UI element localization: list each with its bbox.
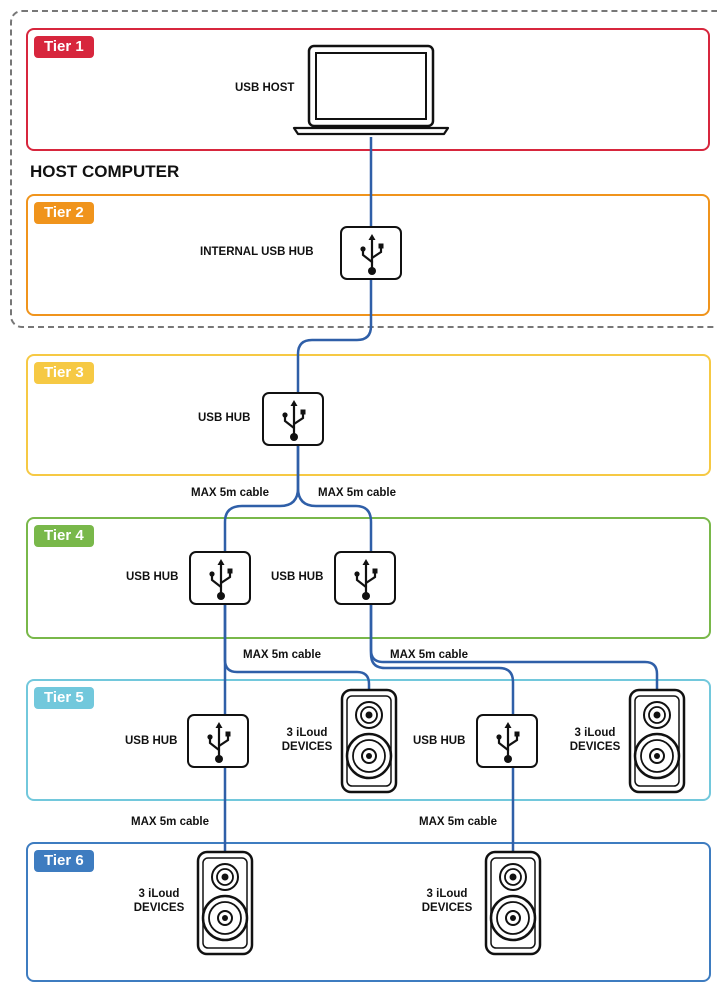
- tier-1-box: Tier 1: [26, 28, 710, 151]
- usb-trident-icon: [360, 234, 384, 275]
- devices-line1: 3 iLoud: [426, 888, 468, 900]
- studio-speaker-icon: [628, 688, 686, 794]
- cable-label-tier4-right: MAX 5m cable: [390, 649, 468, 661]
- tier5-left-devices-label: 3 iLoud DEVICES: [278, 726, 336, 754]
- internal-usb-hub-label: INTERNAL USB HUB: [200, 246, 314, 258]
- studio-speaker-icon: [340, 688, 398, 794]
- studio-speaker-icon: [196, 850, 254, 956]
- studio-speaker-icon: [484, 850, 542, 956]
- tier5-left-usb-hub-label: USB HUB: [125, 735, 178, 747]
- tier-3-box: Tier 3: [26, 354, 711, 476]
- devices-line2: DEVICES: [569, 741, 621, 753]
- wire-internal-hub-to-tier3-hub: [296, 280, 373, 392]
- tier-2-badge: Tier 2: [34, 202, 94, 224]
- connection-wires: [223, 137, 659, 852]
- cable-label-tier5-right: MAX 5m cable: [419, 816, 497, 828]
- cable-label-tier3-left: MAX 5m cable: [191, 487, 269, 499]
- internal-usb-hub: [340, 226, 402, 280]
- host-computer-label: HOST COMPUTER: [30, 162, 180, 181]
- tier-5-badge: Tier 5: [34, 687, 94, 709]
- usb-trident-icon: [207, 722, 231, 763]
- devices-line2: DEVICES: [421, 902, 473, 914]
- cable-label-tier3-right: MAX 5m cable: [318, 487, 396, 499]
- wire-tier4-left-to-tier5-speaker: [223, 603, 371, 690]
- devices-line2: DEVICES: [133, 902, 185, 914]
- tier5-right-usb-hub-label: USB HUB: [413, 735, 466, 747]
- usb-trident-icon: [282, 400, 306, 441]
- tier-1-badge: Tier 1: [34, 36, 94, 58]
- tier4-right-usb-hub: [334, 551, 396, 605]
- tier4-left-usb-hub: [189, 551, 251, 605]
- cable-label-tier4-left: MAX 5m cable: [243, 649, 321, 661]
- host-computer-group: [10, 10, 717, 328]
- tier-3-badge: Tier 3: [34, 362, 94, 384]
- cable-label-tier5-left: MAX 5m cable: [131, 816, 209, 828]
- usb-host-label: USB HOST: [235, 82, 295, 94]
- devices-line1: 3 iLoud: [574, 727, 616, 739]
- tier5-right-devices-label: 3 iLoud DEVICES: [566, 726, 624, 754]
- devices-line1: 3 iLoud: [138, 888, 180, 900]
- laptop-icon: [292, 44, 450, 136]
- tier-2-box: Tier 2: [26, 194, 710, 316]
- usb-trident-icon: [354, 559, 378, 600]
- wire-tier3-to-tier4-left: [223, 446, 300, 551]
- tier3-usb-hub: [262, 392, 324, 446]
- usb-trident-icon: [496, 722, 520, 763]
- wire-tier4-right-to-tier5-hub: [369, 603, 515, 716]
- tier6-left-devices-label: 3 iLoud DEVICES: [130, 887, 188, 915]
- tier3-usb-hub-label: USB HUB: [198, 412, 251, 424]
- tier6-right-devices-label: 3 iLoud DEVICES: [418, 887, 476, 915]
- devices-line2: DEVICES: [281, 741, 333, 753]
- tier5-left-usb-hub: [187, 714, 249, 768]
- devices-line1: 3 iLoud: [286, 727, 328, 739]
- tier-4-box: Tier 4: [26, 517, 711, 639]
- tier4-right-usb-hub-label: USB HUB: [271, 571, 324, 583]
- tier5-right-usb-hub: [476, 714, 538, 768]
- wire-tier4-right-to-tier5-speaker: [369, 603, 659, 690]
- tier-4-badge: Tier 4: [34, 525, 94, 547]
- usb-trident-icon: [209, 559, 233, 600]
- tier-6-badge: Tier 6: [34, 850, 94, 872]
- wire-tier3-to-tier4-right: [296, 446, 373, 551]
- tier4-left-usb-hub-label: USB HUB: [126, 571, 179, 583]
